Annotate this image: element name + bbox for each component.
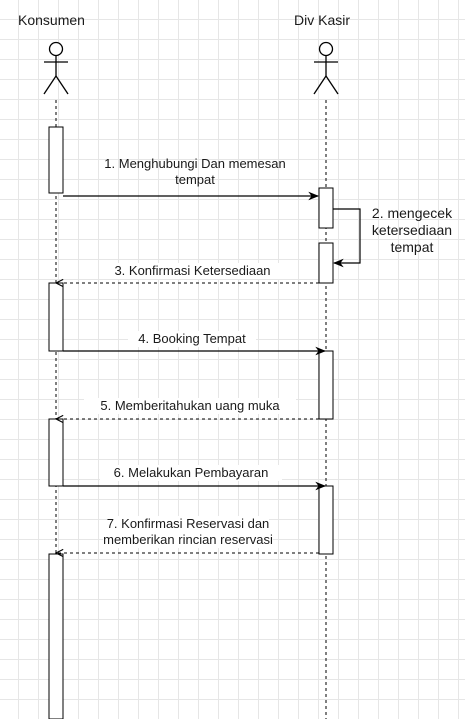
activation-div-kasir-4	[318, 485, 334, 555]
actor-konsumen-label: Konsumen	[18, 12, 85, 28]
message-7-label: 7. Konfirmasi Reservasi dan memberikan r…	[103, 516, 273, 548]
message-4-label: 4. Booking Tempat	[128, 331, 256, 347]
message-5-label: 5. Memberitahukan uang muka	[84, 398, 296, 414]
activation-konsumen-1	[48, 126, 64, 194]
message-1-label: 1. Menghubungi Dan memesan tempat	[104, 156, 286, 187]
message-6-label: 6. Melakukan Pembayaran	[100, 465, 282, 481]
activation-div-kasir-3	[318, 350, 334, 420]
activation-konsumen-3	[48, 418, 64, 487]
actor-konsumen-figure	[43, 41, 69, 95]
activation-konsumen-4	[48, 553, 64, 719]
message-2-arrow	[332, 208, 361, 268]
actor-div-kasir-figure	[313, 41, 339, 95]
activation-konsumen-2	[48, 282, 64, 352]
actor-div-kasir-label: Div Kasir	[294, 12, 351, 28]
activation-div-kasir-2	[318, 242, 334, 284]
message-2-label: 2. mengecek ketersediaan tempat	[371, 205, 453, 255]
activation-div-kasir-1	[318, 187, 334, 229]
message-3-label: 3. Konfirmasi Ketersediaan	[100, 263, 285, 279]
